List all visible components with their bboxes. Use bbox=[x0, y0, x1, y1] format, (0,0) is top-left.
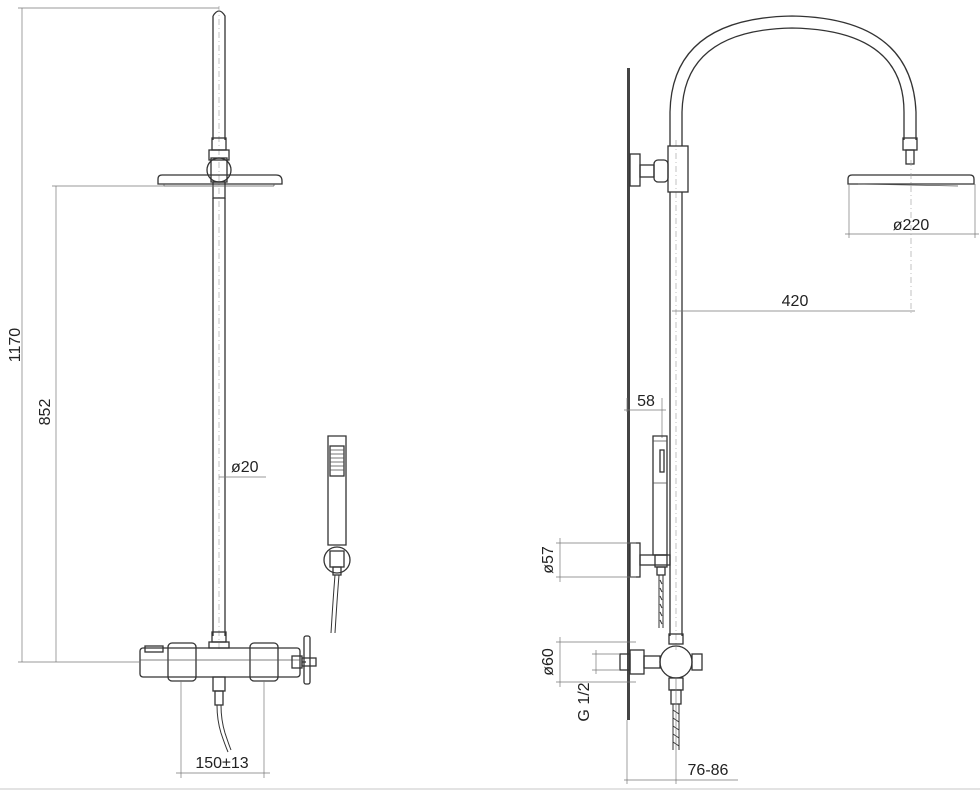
wall-line bbox=[627, 68, 630, 720]
label-flange-diameter: ø60 bbox=[540, 648, 557, 676]
side-curved-arm bbox=[669, 15, 917, 146]
label-head-height: 852 bbox=[37, 399, 54, 426]
side-shower-head bbox=[847, 174, 975, 187]
front-hand-shower bbox=[323, 435, 351, 634]
label-connection-thread: G 1/2 bbox=[576, 682, 593, 721]
label-arm-projection: 420 bbox=[782, 293, 809, 310]
front-hand-shower-holder bbox=[323, 546, 351, 574]
side-holder-bracket bbox=[629, 542, 671, 578]
front-hose bbox=[216, 704, 232, 753]
mixer-handle-left bbox=[167, 642, 197, 682]
front-shower-head bbox=[157, 174, 283, 187]
label-mixer-spacing: 150±13 bbox=[195, 755, 248, 772]
side-hand-shower bbox=[652, 435, 668, 628]
label-holder-offset: 58 bbox=[637, 393, 655, 410]
label-holder-diameter: ø57 bbox=[540, 546, 557, 574]
front-riser-pipe bbox=[212, 10, 226, 636]
side-mixer-connection bbox=[619, 633, 703, 750]
label-wall-distance: 76-86 bbox=[688, 762, 729, 779]
side-mixer-body bbox=[659, 645, 693, 679]
label-riser-diameter: ø20 bbox=[231, 459, 259, 476]
front-view: ø20 bbox=[7, 6, 351, 778]
label-total-height: 1170 bbox=[7, 328, 24, 363]
side-view: ø220 420 58 bbox=[540, 15, 979, 784]
side-upper-wall-bracket bbox=[629, 145, 689, 193]
front-thermostat-mixer bbox=[139, 635, 317, 685]
mixer-handle-right bbox=[249, 642, 279, 682]
front-cross-handle bbox=[303, 635, 311, 685]
